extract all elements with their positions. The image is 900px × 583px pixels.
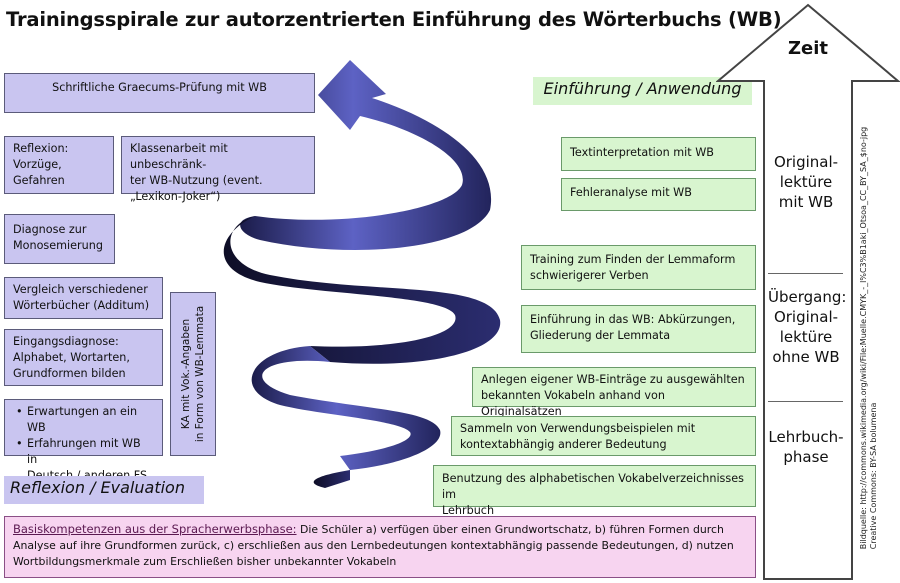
fehleranalyse-box: Fehleranalyse mit WB <box>561 178 756 211</box>
graecum-box: Schriftliche Graecums-Prüfung mit WB <box>4 73 315 113</box>
diagnose-box: Diagnose zur Monosemierung <box>4 214 115 264</box>
klassenarbeit-line: ter WB-Nutzung (event. <box>130 174 263 187</box>
spiral-ribbon-image <box>223 60 501 488</box>
eingang-line: Alphabet, Wortarten, <box>13 351 130 364</box>
anlegen-box: Anlegen eigener WB-Einträge zu ausgewähl… <box>472 367 756 418</box>
reflexion-evaluation-heading: Reflexion / Evaluation <box>4 476 204 504</box>
eingang-line: Eingangsdiagnose: <box>13 335 119 348</box>
fehleranalyse-text: Fehleranalyse mit WB <box>570 186 692 199</box>
phase-line: Lehrbuch- <box>768 428 844 446</box>
reflexion-line: Reflexion: <box>13 142 69 155</box>
spiral-ribbon-shape <box>223 60 501 488</box>
credit-line: Bildquelle: http://commons.wikimedia.org… <box>859 126 868 549</box>
reflexion-line: Vorzüge, <box>13 158 62 171</box>
training-line: schwierigerer Verben <box>530 269 649 282</box>
vergleich-box: Vergleich verschiedener Wörterbücher (Ad… <box>4 277 163 319</box>
erfahrungen-line: Erfahrungen mit WB in <box>27 437 141 466</box>
erwartungen-box: Erwartungen an ein WB Erfahrungen mit WB… <box>4 399 163 482</box>
vergleich-line: Vergleich verschiedener <box>13 283 148 296</box>
basiskompetenzen-box: Basiskompetenzen aus der Spracherwerbsph… <box>4 516 756 578</box>
phase-divider <box>768 273 843 274</box>
einfuehrung-anwendung-heading: Einführung / Anwendung <box>533 77 752 105</box>
phase-line: Original- <box>773 153 839 171</box>
einfuehrung-wb-box: Einführung in das WB: Abkürzungen, Glied… <box>521 305 756 353</box>
diagnose-line: Monosemierung <box>13 239 103 252</box>
phase-line: ohne WB <box>772 348 840 366</box>
sammeln-line: Sammeln von Verwendungsbeispielen mit <box>460 422 696 435</box>
textinterpretation-text: Textinterpretation mit WB <box>570 146 714 159</box>
graecum-text: Schriftliche Graecums-Prüfung mit WB <box>52 81 267 94</box>
credit-line: Creative Commons: BY-SA bolumena <box>869 402 878 549</box>
phase-lehrbuchphase: Lehrbuch- phase <box>768 427 844 467</box>
phase-originallektuere-mit-wb: Original- lektüre mit WB <box>768 152 844 212</box>
reflexion-box: Reflexion: Vorzüge, Gefahren <box>4 136 114 194</box>
page-title: Trainingsspirale zur autorzentrierten Ei… <box>6 8 782 31</box>
image-credit-text: Bildquelle: http://commons.wikimedia.org… <box>859 126 879 548</box>
klassenarbeit-box: Klassenarbeit mit unbeschränk- ter WB-Nu… <box>121 136 315 203</box>
reflexion-line: Gefahren <box>13 174 65 187</box>
erwartungen-bullet: Erwartungen an ein WB <box>16 404 154 436</box>
anlegen-line: Anlegen eigener WB-Einträge zu ausgewähl… <box>481 373 745 386</box>
basiskompetenzen-label: Basiskompetenzen aus der Spracherwerbsph… <box>13 522 297 536</box>
phase-line: Übergang: <box>768 288 847 306</box>
klassenarbeit-line: Klassenarbeit mit unbeschränk- <box>130 142 228 171</box>
zeit-label: Zeit <box>788 38 829 59</box>
phase-line: Original- <box>773 308 839 326</box>
einfuehrung-line: Einführung in das WB: Abkürzungen, <box>530 313 736 326</box>
phase-line: lektüre <box>779 173 833 191</box>
anlegen-line: bekannten Vokabeln anhand von Originalsä… <box>481 389 665 418</box>
phase-line: phase <box>783 448 829 466</box>
ka-line: in Form von WB-Lemmata <box>194 305 206 443</box>
basiskompetenzen-text: Die Schüler a) verfügen über einen Grund… <box>13 523 734 568</box>
sammeln-box: Sammeln von Verwendungsbeispielen mit ko… <box>451 416 756 456</box>
phase-uebergang: Übergang: Original- lektüre ohne WB <box>768 287 847 367</box>
textinterpretation-box: Textinterpretation mit WB <box>561 137 756 171</box>
benutzung-line: Benutzung des alphabetischen Vokabelverz… <box>442 472 744 501</box>
phase-divider <box>768 401 843 402</box>
benutzung-box: Benutzung des alphabetischen Vokabelverz… <box>433 465 756 517</box>
training-box: Training zum Finden der Lemmaform schwie… <box>521 245 756 290</box>
eingang-line: Grundformen bilden <box>13 367 126 380</box>
einfuehrung-line: Gliederung der Lemmata <box>530 329 671 342</box>
ka-line: KA mit Vok.-Angaben <box>180 318 192 430</box>
benutzung-line: Lehrbuch <box>442 504 495 517</box>
vergleich-line: Wörterbücher (Additum) <box>13 299 150 312</box>
phase-line: mit WB <box>778 193 834 211</box>
eingangsdiagnose-box: Eingangsdiagnose: Alphabet, Wortarten, G… <box>4 329 163 386</box>
klassenarbeit-line: „Lexikon-Joker“) <box>130 190 221 203</box>
sammeln-line: kontextabhängig anderer Bedeutung <box>460 438 667 451</box>
diagnose-line: Diagnose zur <box>13 223 87 236</box>
phase-line: lektüre <box>779 328 833 346</box>
image-credit: Bildquelle: http://commons.wikimedia.org… <box>854 105 884 570</box>
training-line: Training zum Finden der Lemmaform <box>530 253 736 266</box>
time-arrow-icon <box>716 3 900 580</box>
